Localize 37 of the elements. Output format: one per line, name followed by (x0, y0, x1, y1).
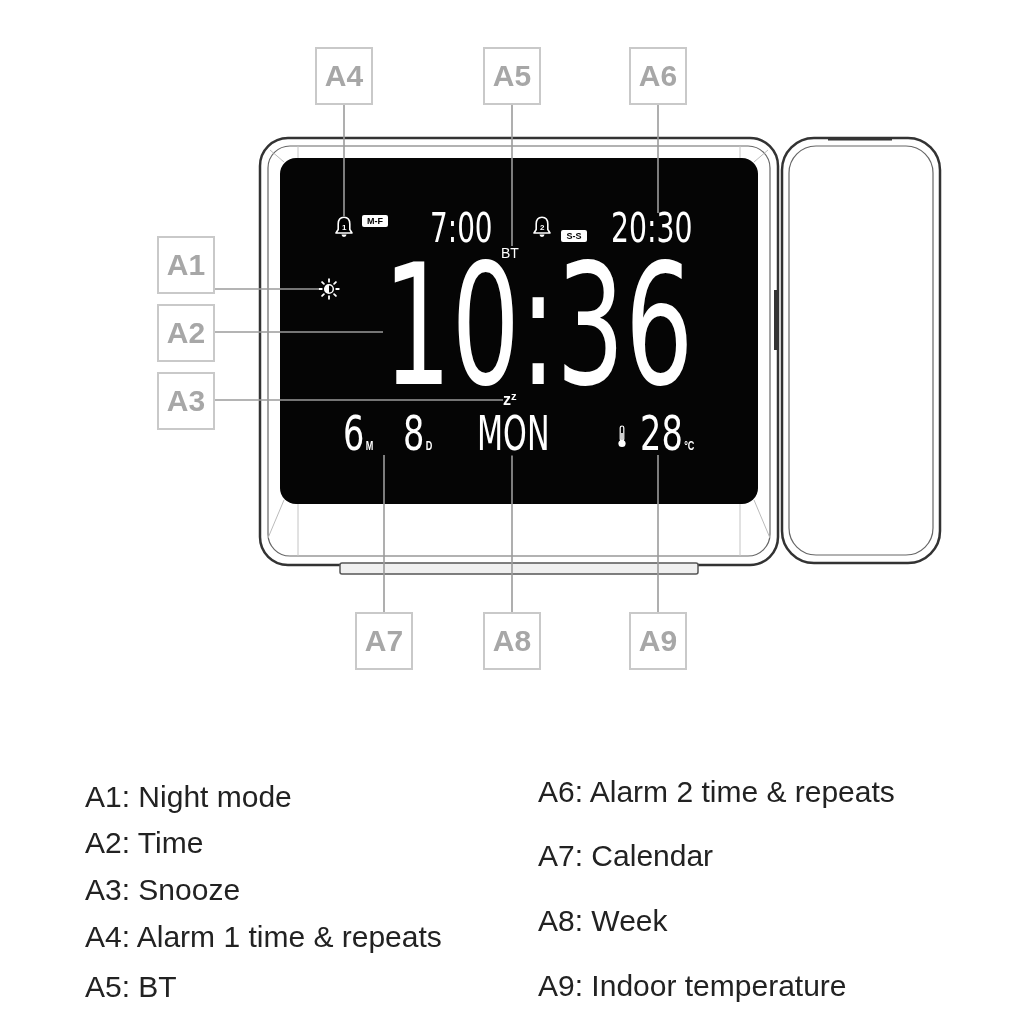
lcd-screen (280, 158, 758, 504)
alarm-time: 7:00 (430, 213, 493, 245)
leader-line (343, 104, 345, 217)
repeat-days-tag: M-F (362, 215, 388, 227)
bluetooth-indicator: BT (501, 246, 519, 261)
callout-description: A8: Week (538, 904, 668, 938)
callout-label: A6 (629, 47, 687, 105)
callout-label: A5 (483, 47, 541, 105)
callout-description: A2: Time (85, 826, 204, 860)
alarm-time: 20:30 (611, 213, 693, 245)
callout-label: A1 (157, 236, 215, 294)
leader-line (511, 104, 513, 247)
callout-description: A7: Calendar (538, 839, 714, 873)
repeat-days-tag: S-S (561, 230, 587, 242)
leader-line (214, 288, 319, 290)
leader-line (214, 399, 504, 401)
callout-description: A5: BT (85, 970, 177, 1004)
callout-label: A8 (483, 612, 541, 670)
leader-line (383, 454, 385, 613)
callout-label: A7 (355, 612, 413, 670)
alarm-number: 2 (540, 223, 545, 232)
callout-label: A2 (157, 304, 215, 362)
callout-label: A4 (315, 47, 373, 105)
leader-line (657, 454, 659, 613)
snooze-indicator: z$^{z}$ (503, 391, 517, 409)
leader-line (214, 331, 384, 333)
callout-description: A4: Alarm 1 time & repeats (85, 920, 442, 954)
callout-description: A9: Indoor temperature (538, 969, 847, 1003)
alarm-number: 1 (342, 223, 347, 232)
callout-description: A1: Night mode (85, 780, 292, 814)
callout-description: A6: Alarm 2 time & repeats (538, 775, 895, 809)
callout-description: A3: Snooze (85, 873, 241, 907)
callout-label: A9 (629, 612, 687, 670)
weekday-text: MON (477, 415, 550, 456)
leader-line (657, 104, 659, 214)
leader-line (511, 454, 513, 613)
callout-label: A3 (157, 372, 215, 430)
